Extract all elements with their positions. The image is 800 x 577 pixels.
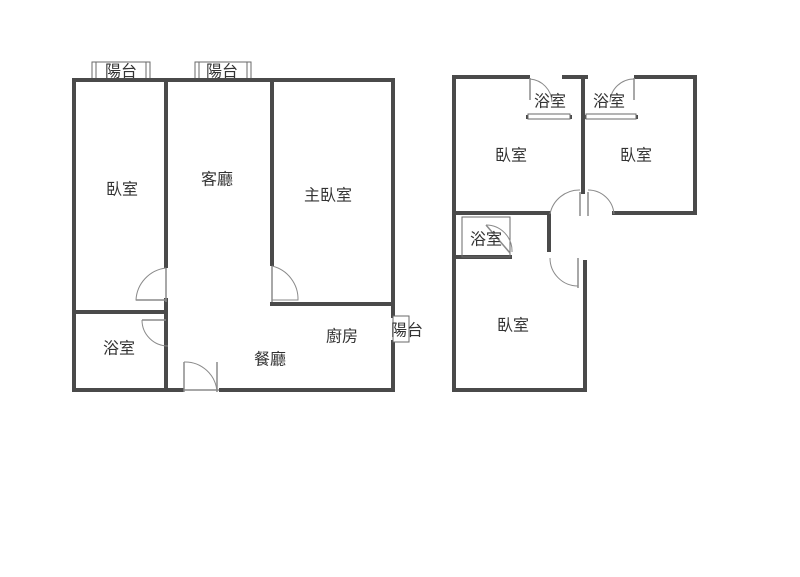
door-bath-c xyxy=(485,224,513,254)
bath-c-door-frame xyxy=(461,216,511,258)
door-bedroom-a xyxy=(549,189,581,216)
door-bath-a xyxy=(529,78,553,103)
label-bathroom-b: 浴室 xyxy=(593,92,625,111)
door-master-bedroom xyxy=(271,265,299,302)
label-kitchen: 廚房 xyxy=(326,327,358,346)
label-bathroom: 浴室 xyxy=(103,339,135,358)
label-master-bedroom: 主臥室 xyxy=(304,186,352,205)
label-bedroom-c: 臥室 xyxy=(497,316,529,335)
label-balcony-right: 陽台 xyxy=(391,321,423,340)
label-bathroom-a: 浴室 xyxy=(534,92,566,111)
door-bedroom-left xyxy=(135,267,167,302)
door-bath-b xyxy=(609,78,635,103)
label-bedroom-left: 臥室 xyxy=(106,180,138,199)
bath-a-door-frame xyxy=(527,113,571,120)
floor-1-walls xyxy=(72,78,395,392)
label-bedroom-b: 臥室 xyxy=(620,146,652,165)
label-balcony-top-left: 陽台 xyxy=(105,62,137,81)
door-entrance xyxy=(183,361,219,393)
door-bedroom-b xyxy=(587,189,615,216)
bath-b-door-frame xyxy=(585,113,637,120)
balcony-frame-right xyxy=(392,315,410,343)
label-living-room: 客廳 xyxy=(201,170,233,189)
label-dining-room: 餐廳 xyxy=(254,350,286,369)
label-balcony-top-center: 陽台 xyxy=(206,62,238,81)
floor-1-plan: 陽台 陽台 臥室 客廳 主臥室 浴室 廚房 餐廳 陽台 xyxy=(72,61,423,393)
door-bedroom-c xyxy=(549,257,579,288)
label-bedroom-a: 臥室 xyxy=(495,146,527,165)
label-bathroom-c: 浴室 xyxy=(470,230,502,249)
door-bathroom xyxy=(141,319,169,347)
floor-2-plan: 浴室 浴室 臥室 臥室 浴室 臥室 xyxy=(452,75,697,392)
